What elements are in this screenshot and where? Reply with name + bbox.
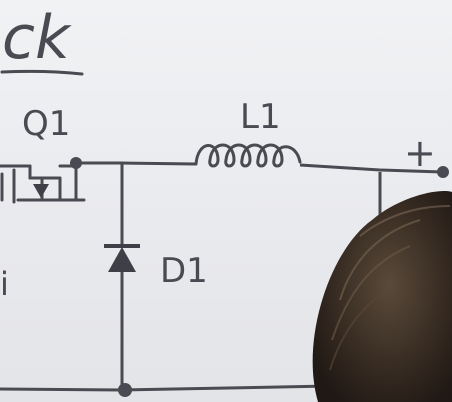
output-wire <box>299 163 443 174</box>
node-dot-bottom <box>118 383 132 397</box>
bottom-wire <box>0 384 331 392</box>
l1-label: L1 <box>240 97 281 137</box>
transistor-arrow <box>33 184 49 198</box>
plus-label: + <box>404 131 436 175</box>
q1-label: Q1 <box>22 104 70 144</box>
transistor-symbol <box>0 162 86 204</box>
node-dot-q1 <box>70 157 82 169</box>
output-terminal <box>437 166 449 178</box>
person-head <box>312 191 452 402</box>
title-underline <box>0 69 84 76</box>
inductor-coil <box>194 143 302 168</box>
d1-label: D1 <box>160 251 208 291</box>
left-edge-letter: i <box>0 265 9 303</box>
diode-symbol <box>108 247 136 272</box>
top-wire <box>76 161 197 166</box>
title-fragment-text: ck <box>2 3 72 73</box>
